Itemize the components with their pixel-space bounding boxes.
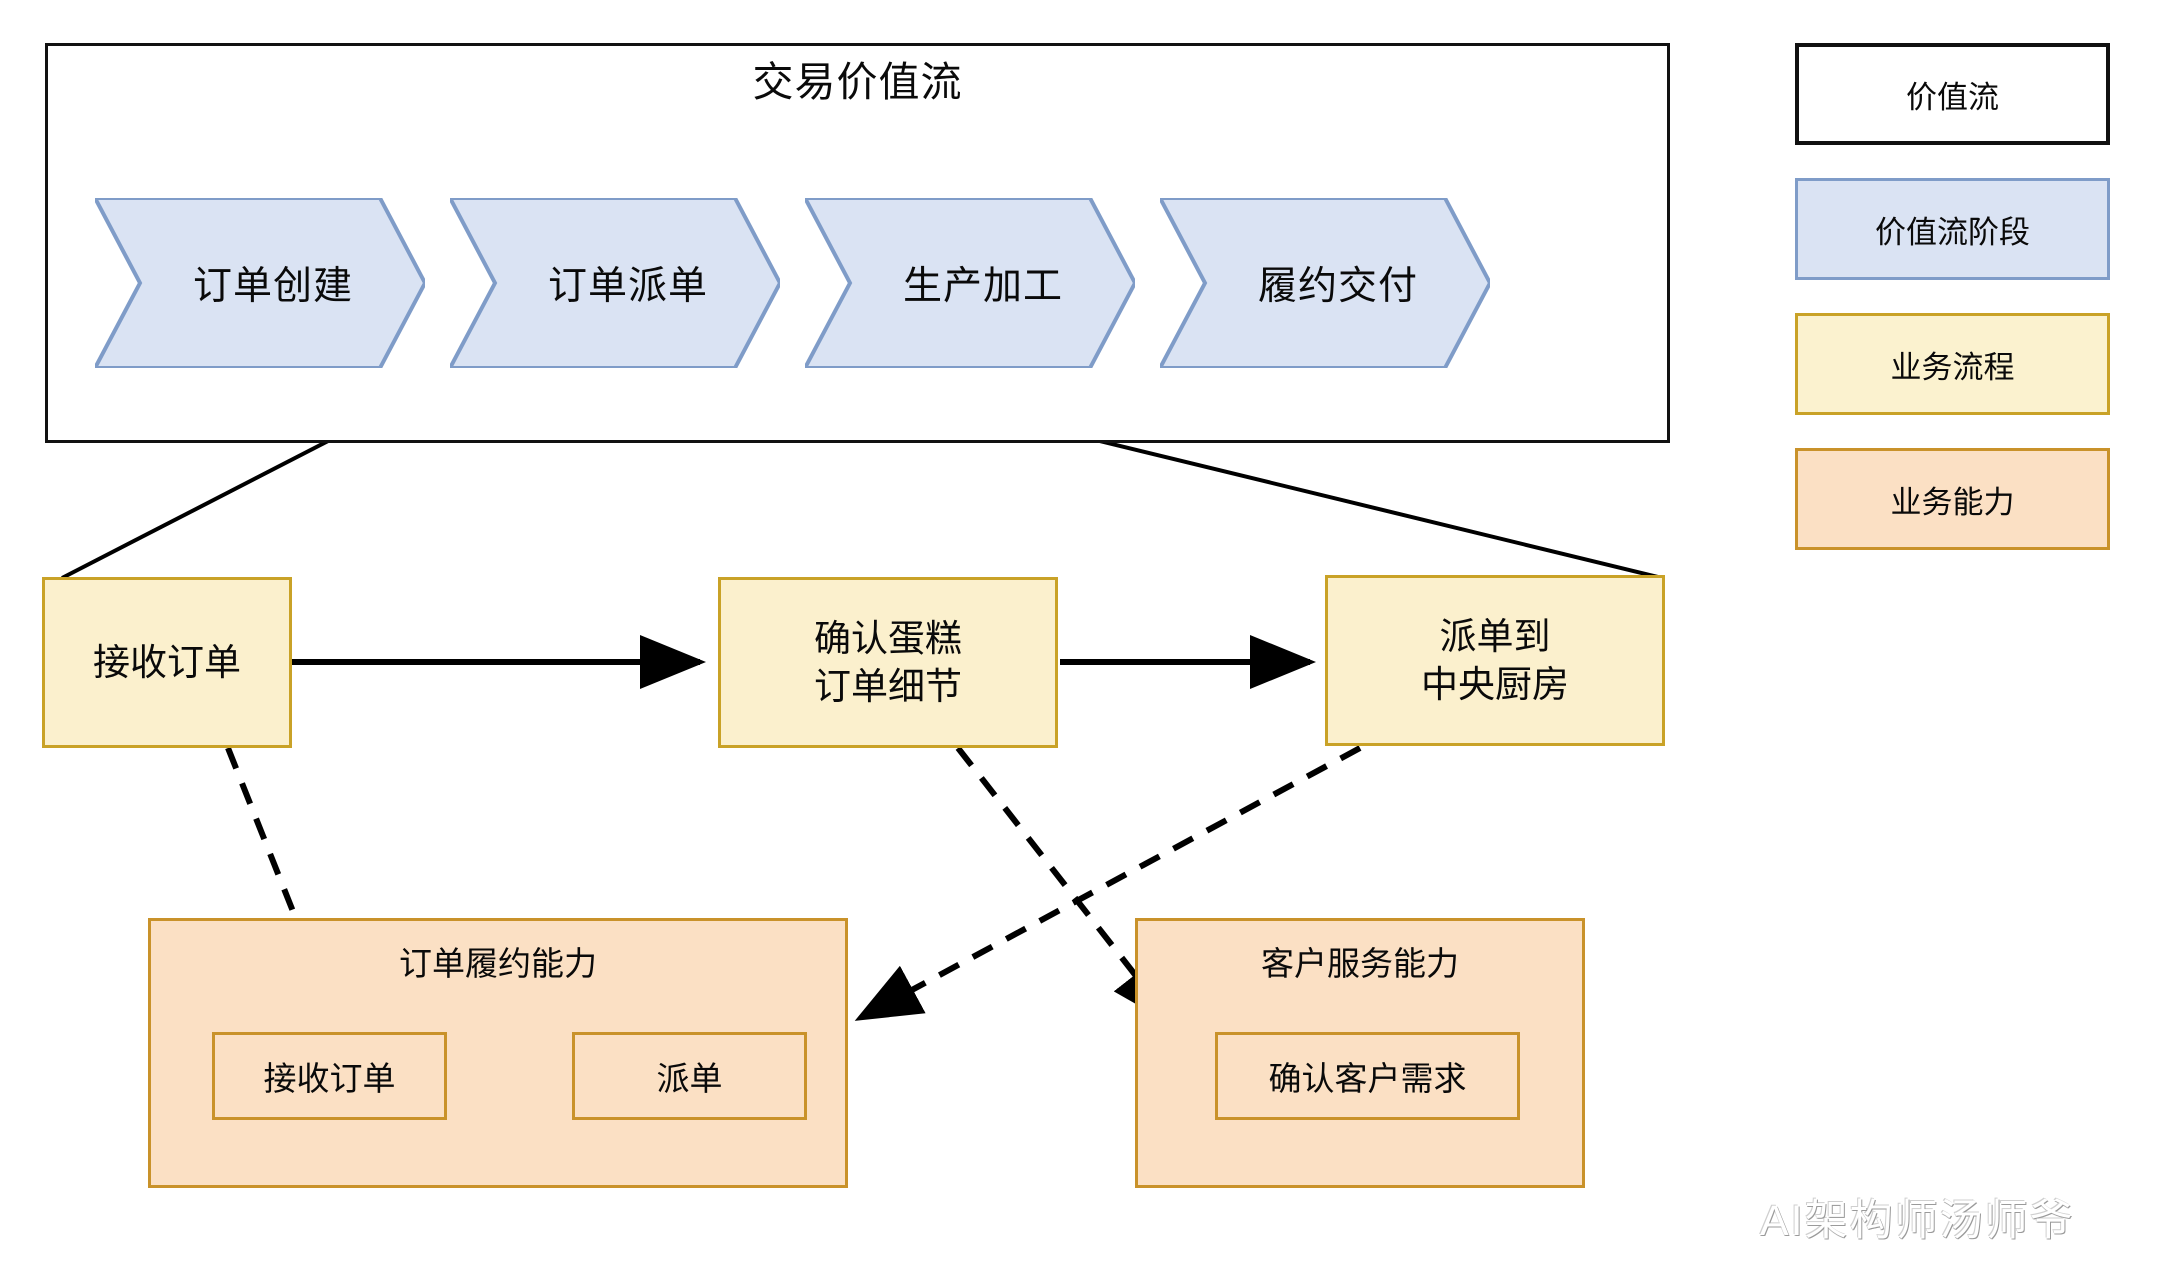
stage-label: 订单派单 <box>547 265 708 308</box>
watermark: AI架构师汤师爷 <box>1760 1197 2075 1245</box>
value-stream-stage-2[interactable]: 订单派单 <box>450 198 780 368</box>
capability-item-dispatch[interactable]: 派单 <box>572 1032 807 1120</box>
process-label-line2: 中央厨房 <box>1421 663 1569 705</box>
legend-label: 业务流程 <box>1890 349 2015 385</box>
process-label-line2: 订单细节 <box>814 665 962 707</box>
value-stream-title: 交易价值流 <box>752 59 963 105</box>
capability-item-receive-order[interactable]: 接收订单 <box>212 1032 447 1120</box>
legend-item-business-capability[interactable]: 业务能力 <box>1795 448 2110 550</box>
chevron-shape <box>1160 198 1490 368</box>
process-box-confirm-cake-order[interactable]: 确认蛋糕 订单细节 <box>718 577 1058 748</box>
stage-label: 履约交付 <box>1257 265 1418 308</box>
capability-title: 订单履约能力 <box>399 945 597 982</box>
process-label-block: 派单到 中央厨房 <box>1421 613 1569 709</box>
capability-item-confirm-customer-need[interactable]: 确认客户需求 <box>1215 1032 1520 1120</box>
process-label-line1: 派单到 <box>1439 615 1551 657</box>
legend-item-business-process[interactable]: 业务流程 <box>1795 313 2110 415</box>
value-stream-stage-1[interactable]: 订单创建 <box>95 198 425 368</box>
chevron-shape <box>805 198 1135 368</box>
legend-label: 价值流 <box>1906 79 1999 115</box>
capability-item-label: 接收订单 <box>263 1060 396 1097</box>
legend-item-value-stream[interactable]: 价值流 <box>1795 43 2110 145</box>
stage-label: 生产加工 <box>902 265 1063 308</box>
value-stream-stage-3[interactable]: 生产加工 <box>805 198 1135 368</box>
stage-label: 订单创建 <box>192 265 353 308</box>
process-label-block: 确认蛋糕 订单细节 <box>814 615 962 711</box>
chevron-shape <box>95 198 425 368</box>
legend-item-value-stream-stage[interactable]: 价值流阶段 <box>1795 178 2110 280</box>
value-stream-stage-4[interactable]: 履约交付 <box>1160 198 1490 368</box>
process-box-receive-order[interactable]: 接收订单 <box>42 577 292 748</box>
capability-item-label: 派单 <box>656 1060 723 1097</box>
capability-title: 客户服务能力 <box>1261 945 1459 982</box>
process-box-dispatch-central-kitchen[interactable]: 派单到 中央厨房 <box>1325 575 1665 746</box>
legend-label: 业务能力 <box>1890 484 2015 520</box>
capability-item-label: 确认客户需求 <box>1268 1060 1467 1097</box>
process-label-line1: 确认蛋糕 <box>814 617 962 659</box>
process-label: 接收订单 <box>93 641 241 683</box>
chevron-shape <box>450 198 780 368</box>
legend-label: 价值流阶段 <box>1875 214 2030 250</box>
